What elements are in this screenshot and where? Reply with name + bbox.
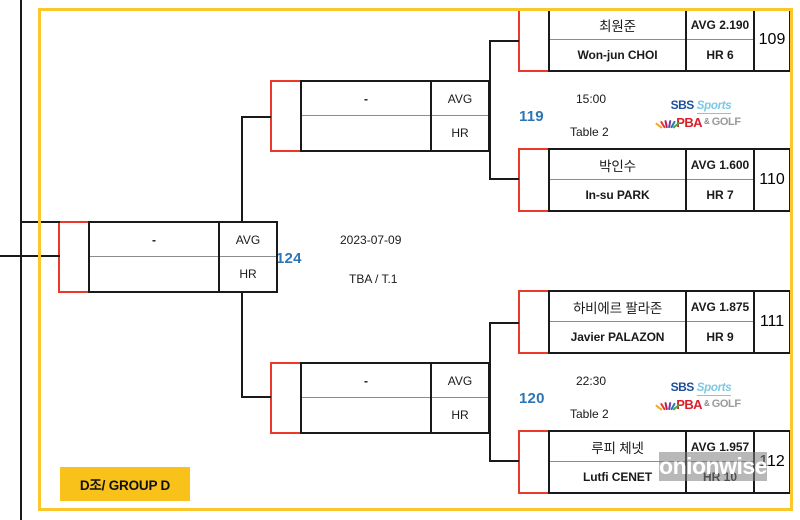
winner-124-names: - (90, 223, 220, 291)
seed-stub-winner-119 (270, 80, 302, 152)
player-110-names: 박인수 In-su PARK (550, 150, 687, 210)
player-110-stats: AVG 1.600 HR 7 (687, 150, 755, 210)
winner-120-stats: AVG HR (432, 364, 488, 432)
player-110-hr: HR 7 (706, 188, 734, 202)
sbs-wordmark: SBS (670, 380, 695, 394)
group-label-badge: D조/ GROUP D (60, 467, 190, 501)
player-111-name-kr: 하비에르 팔라존 (550, 292, 685, 322)
peacock-icon (655, 117, 681, 129)
sbs-wordmark: SBS (670, 98, 695, 112)
match-119-time: 15:00 (576, 92, 607, 106)
player-110-name-en: In-su PARK (585, 188, 650, 202)
player-111-hr: HR 9 (706, 330, 734, 344)
player-109-seed: 109 (758, 31, 786, 48)
winner-124-stats: AVG HR (220, 223, 276, 291)
winner-119-name-en (302, 116, 430, 150)
player-109-avg: AVG 2.190 (687, 10, 753, 40)
ampersand-glyph: & (703, 117, 710, 126)
final-connector-top (20, 221, 60, 223)
match-120-broadcaster-logo: SBS Sports PBA & GOLF (655, 381, 747, 411)
match-124-date: 2023-07-09 (340, 233, 402, 247)
sports-wordmark: Sports (696, 382, 732, 396)
pba-wordmark: PBA (676, 396, 702, 412)
winner-120-name-en (302, 398, 430, 432)
winner-slot-119[interactable]: - AVG HR (300, 80, 490, 152)
peacock-icon (655, 399, 681, 411)
player-109-stats: AVG 2.190 HR 6 (687, 10, 755, 70)
seed-stub-112 (518, 430, 550, 494)
watermark-overlay: onionwise (659, 452, 767, 481)
seed-stub-winner-120 (270, 362, 302, 434)
pba-golf-logo: PBA & GOLF (655, 398, 747, 411)
player-112-name-kr: 루피 체넷 (550, 432, 685, 462)
match-120-table: Table 2 (570, 407, 609, 421)
match-119-connector-top (489, 40, 519, 42)
match-124-connector-top (241, 116, 271, 118)
match-120-time: 22:30 (576, 374, 607, 388)
winner-124-hr-label: HR (239, 267, 257, 281)
winner-slot-124[interactable]: - AVG HR (88, 221, 278, 293)
player-111-name-en: Javier PALAZON (570, 330, 665, 344)
match-119-table: Table 2 (570, 125, 609, 139)
player-slot-109[interactable]: 최원준 Won-jun CHOI AVG 2.190 HR 6 109 (548, 8, 791, 72)
ampersand-glyph: & (703, 399, 710, 408)
player-111-stats: AVG 1.875 HR 9 (687, 292, 755, 352)
player-111-names: 하비에르 팔라존 Javier PALAZON (550, 292, 687, 352)
match-120-connector-top (489, 322, 519, 324)
match-120-connector-bottom (489, 460, 519, 462)
golf-wordmark: GOLF (711, 397, 741, 410)
seed-stub-110 (518, 148, 550, 212)
winner-119-hr-label: HR (451, 126, 469, 140)
match-124-number: 124 (276, 250, 302, 267)
match-120-number: 120 (519, 390, 545, 407)
golf-wordmark: GOLF (711, 115, 741, 128)
player-111-avg: AVG 1.875 (687, 292, 753, 322)
player-109-hr: HR 6 (706, 48, 734, 62)
winner-119-name-kr: - (302, 82, 430, 116)
winner-124-avg-label: AVG (220, 223, 276, 257)
final-connector-out (0, 255, 60, 257)
player-109-name-kr: 최원준 (550, 10, 685, 40)
match-124-connector-bottom (241, 396, 271, 398)
winner-120-name-kr: - (302, 364, 430, 398)
player-109-names: 최원준 Won-jun CHOI (550, 10, 687, 70)
player-110-name-kr: 박인수 (550, 150, 685, 180)
match-119-number: 119 (519, 108, 544, 125)
player-112-names: 루피 체넷 Lutfi CENET (550, 432, 687, 492)
winner-120-names: - (302, 364, 432, 432)
sbs-sports-logo: SBS Sports (655, 99, 747, 114)
sports-wordmark: Sports (696, 100, 732, 114)
player-110-seed: 110 (759, 171, 785, 188)
final-connector-vertical (20, 221, 22, 257)
sbs-sports-logo: SBS Sports (655, 381, 747, 396)
player-111-seed: 111 (759, 313, 785, 330)
winner-124-name-kr: - (90, 223, 218, 257)
match-119-connector-bottom (489, 178, 519, 180)
winner-119-stats: AVG HR (432, 82, 488, 150)
match-124-table: TBA / T.1 (349, 272, 398, 286)
pba-wordmark: PBA (676, 114, 702, 130)
player-slot-111[interactable]: 하비에르 팔라존 Javier PALAZON AVG 1.875 HR 9 1… (548, 290, 791, 354)
match-119-broadcaster-logo: SBS Sports PBA & GOLF (655, 99, 747, 129)
page-edge-line (20, 0, 22, 520)
winner-120-hr-label: HR (451, 408, 469, 422)
seed-stub-111 (518, 290, 550, 354)
winner-124-name-en (90, 257, 218, 291)
winner-119-names: - (302, 82, 432, 150)
seed-stub-winner-124 (58, 221, 90, 293)
match-120-connector-vertical (489, 322, 491, 462)
pba-golf-logo: PBA & GOLF (655, 116, 747, 129)
winner-slot-120[interactable]: - AVG HR (300, 362, 490, 434)
player-112-name-en: Lutfi CENET (583, 470, 652, 484)
winner-119-avg-label: AVG (432, 82, 488, 116)
player-110-avg: AVG 1.600 (687, 150, 753, 180)
winner-120-avg-label: AVG (432, 364, 488, 398)
player-109-name-en: Won-jun CHOI (577, 48, 658, 62)
player-slot-110[interactable]: 박인수 In-su PARK AVG 1.600 HR 7 110 (548, 148, 791, 212)
match-119-connector-vertical (489, 40, 491, 180)
seed-stub-109 (518, 8, 550, 72)
